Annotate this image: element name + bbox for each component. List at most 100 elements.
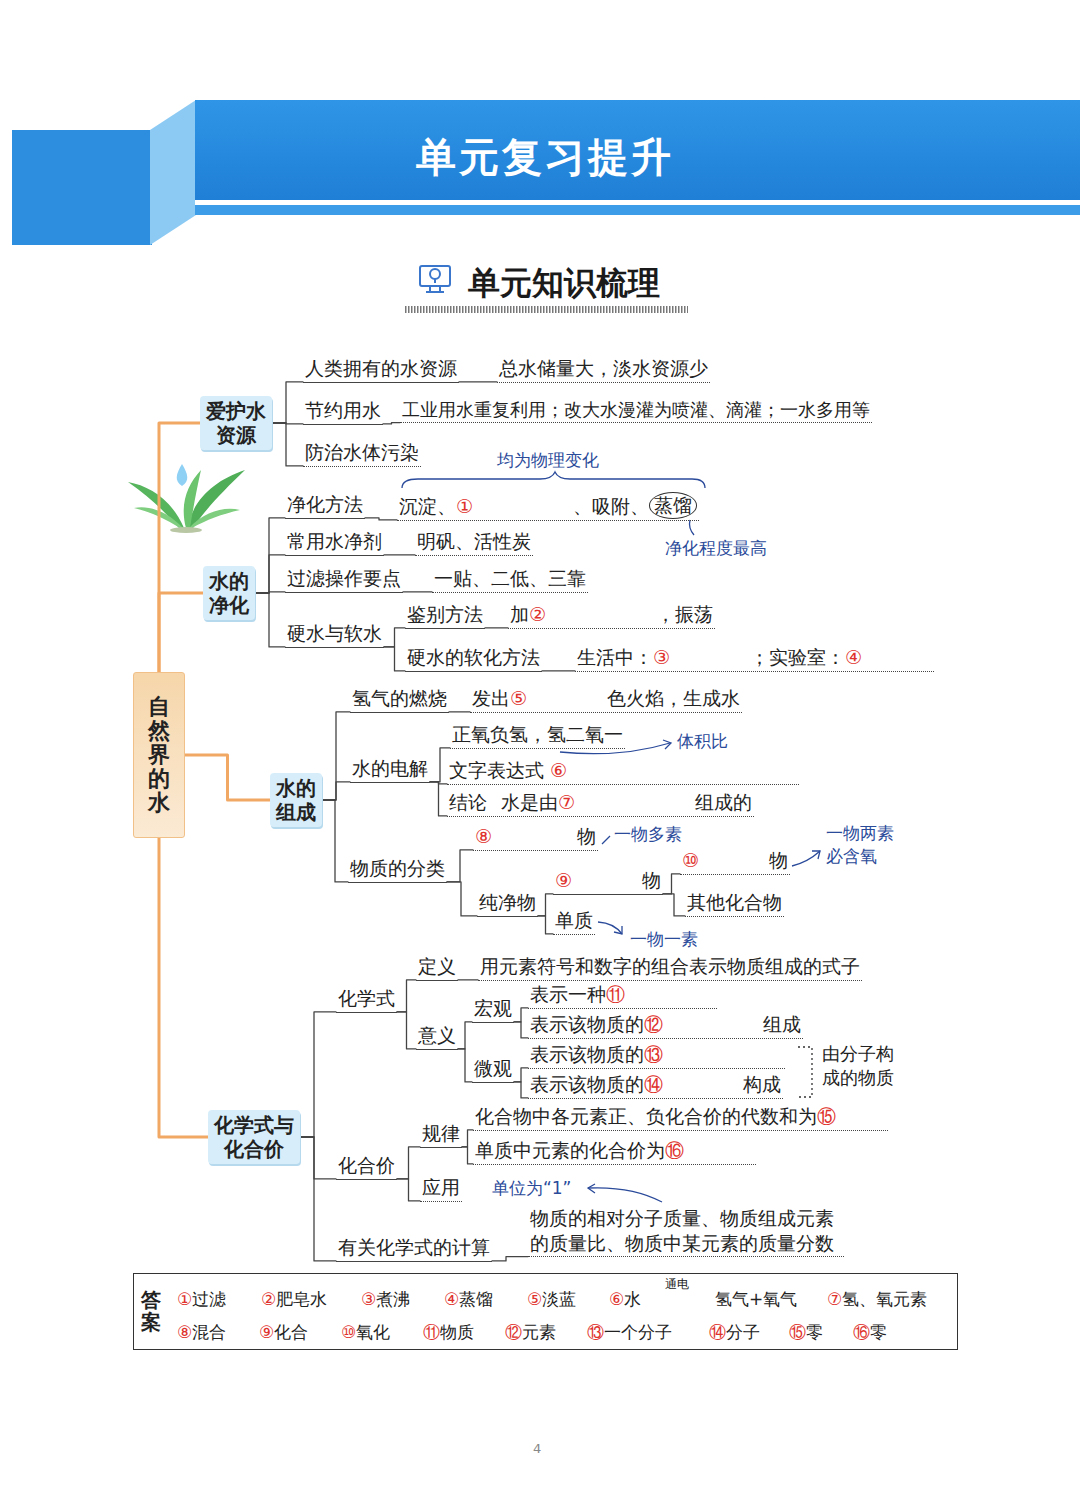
node-text: 水的组成 (276, 776, 316, 824)
answer-blank (567, 782, 797, 783)
circled-number: ③ (361, 1289, 376, 1309)
branch-text: 有关化学式的计算 (336, 1235, 492, 1262)
section-heading: 单元知识梳理 (468, 262, 660, 305)
node-text: 用元素符号和数字的组合表示物质组成的式子 (480, 954, 860, 979)
answer-blank (572, 892, 642, 893)
annotation: 单位为“1” (492, 1177, 571, 1200)
answer-text: ④蒸馏 (444, 1288, 493, 1310)
node-text: 水的电解 (352, 756, 428, 781)
answer-text: 氢气+氧气 (715, 1288, 797, 1310)
connector (459, 381, 497, 382)
circled-number: ⑭ (709, 1322, 726, 1342)
node-text: 有关化学式的计算 (338, 1235, 490, 1260)
node-text: 沉淀、① (399, 494, 473, 519)
connector (384, 628, 405, 647)
answer-text: ⑩氧化 (341, 1321, 390, 1343)
answer-blank (663, 1036, 763, 1037)
bracket (402, 472, 705, 488)
node-text: 物 (577, 824, 596, 849)
branch-text: 净化方法 (285, 492, 365, 519)
banner-stripe (195, 200, 1080, 205)
answer-text: 答案 (141, 1289, 161, 1333)
branch-text: 沉淀、①、吸附、蒸馏 (397, 492, 699, 521)
branch-text: 文字表达式 ⑥ (447, 758, 799, 785)
circled-number: ⑦ (827, 1289, 842, 1309)
branch-text: 氢气的燃烧 (350, 686, 449, 713)
page-title: 单元复习提升 (345, 130, 745, 185)
branch-text: 意义 (416, 1023, 458, 1050)
connector (447, 850, 473, 882)
arrowhead (663, 740, 671, 749)
connector (397, 980, 416, 1012)
node-text: 物 (769, 848, 788, 873)
circled-number: ⑤ (510, 687, 527, 709)
annotation: 由分子构 成的物质 (822, 1042, 898, 1091)
node-text: ⑧ (475, 824, 492, 849)
branch-text: 工业用水重复利用；改大水漫灌为喷灌、滴灌；一水多用等 (400, 398, 872, 423)
branch-text: 微观 (472, 1056, 514, 1083)
category-box: 水的组成 (270, 773, 322, 827)
connector (272, 423, 303, 466)
node-text: 文字表达式 ⑥ (449, 758, 567, 783)
circled-number: ⑪ (606, 983, 625, 1005)
circled-number: ⑭ (644, 1073, 663, 1095)
circled-number: ⑨ (259, 1322, 274, 1342)
node-text: 其他化合物 (687, 890, 782, 915)
node-text: 、吸附、 (573, 494, 649, 519)
connector (384, 554, 415, 555)
plant (128, 464, 245, 533)
branch-text: 正氧负氢，氢二氧一 (450, 722, 625, 749)
branch-text: 化合物中各元素正、负化合价的代数和为⑮ (473, 1104, 888, 1131)
circled-number: ④ (845, 646, 862, 668)
branch-text: 化合价 (336, 1153, 397, 1180)
node-text: 水是由⑦ (501, 790, 575, 815)
answer-blank (575, 814, 695, 815)
branch-text: ⑨物 (553, 868, 663, 895)
connector (255, 518, 285, 593)
connector (159, 423, 200, 672)
node-text: 化学式 (338, 986, 395, 1011)
circled-number: ② (261, 1289, 276, 1309)
connector (430, 748, 450, 782)
answer-text: ⑯零 (853, 1321, 887, 1343)
branch-text: 宏观 (472, 996, 514, 1023)
branch-text: 物质的相对分子质量、物质组成元素 的质量比、物质中某元素的质量分数 (528, 1206, 844, 1257)
answer-blank (670, 669, 750, 670)
node-text: 单质中元素的化合价为⑯ (475, 1138, 684, 1163)
branch-text: 硬水与软水 (285, 621, 384, 648)
circled-number: ⑩ (341, 1322, 356, 1342)
answer-blank (487, 814, 501, 815)
leader-line (602, 836, 610, 844)
connector (542, 670, 575, 671)
connector (272, 382, 303, 423)
answer-text: ⑥水 (609, 1288, 641, 1310)
answer-blank (862, 669, 932, 670)
node-text: 正氧负氢，氢二氧一 (452, 722, 623, 747)
node-text: 硬水的软化方法 (407, 645, 540, 670)
branch-text: 结论水是由⑦组成的 (447, 790, 754, 817)
answer-blank (527, 710, 607, 711)
connector (397, 1179, 420, 1201)
category-box: 爱护水资源 (200, 396, 272, 450)
branch-text: 表示该物质的⑫组成 (528, 1012, 803, 1039)
branch-text: 防治水体污染 (303, 440, 421, 467)
annotation: 净化程度最高 (665, 537, 767, 560)
annotation: 均为物理变化 (497, 449, 599, 472)
connector (397, 1012, 416, 1049)
node-text: 表示该物质的⑬ (530, 1042, 663, 1067)
circled-number: ⑧ (177, 1322, 192, 1342)
arrowhead (588, 1184, 595, 1193)
node-text: 一贴、二低、三靠 (434, 566, 586, 591)
dotted-bracket (798, 1047, 812, 1097)
node-text: ，振荡 (656, 602, 713, 627)
circled-number: ⑨ (555, 869, 572, 891)
answer-text: ⑨化合 (259, 1321, 308, 1343)
answer-text: 通电 (665, 1277, 689, 1293)
circled-number: ⑫ (644, 1013, 663, 1035)
connector (430, 782, 447, 816)
connector (458, 979, 478, 980)
node-text: 水的净化 (209, 569, 249, 617)
circled-number: ⑬ (644, 1043, 663, 1065)
node-text: ⑩ (682, 848, 699, 873)
branch-text: ⑧物 (473, 824, 598, 851)
